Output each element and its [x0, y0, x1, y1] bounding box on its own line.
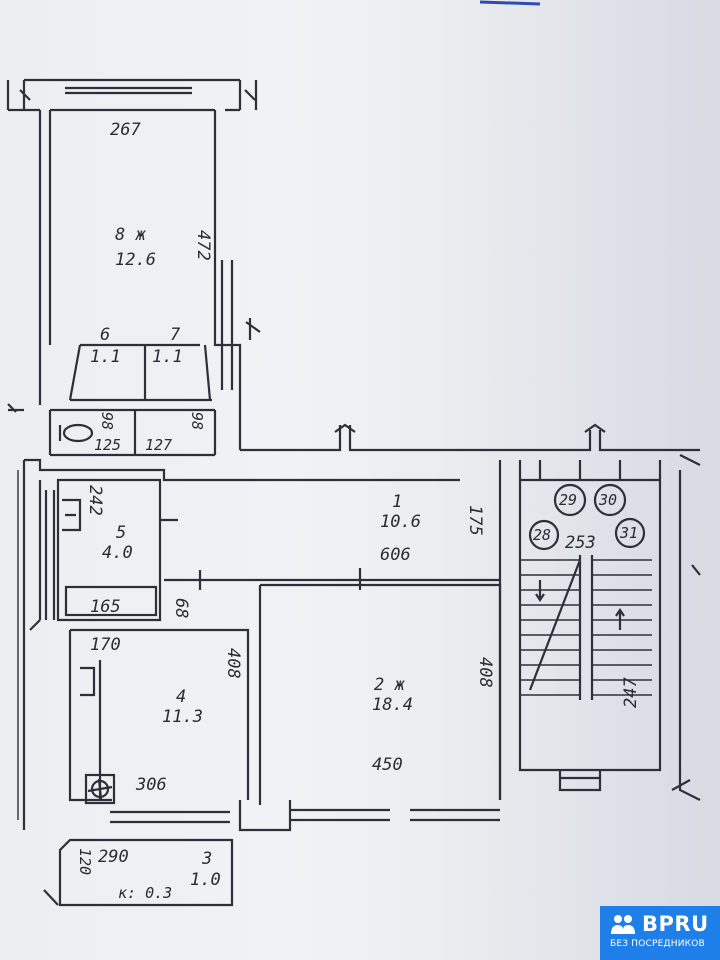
window-room2: [290, 808, 500, 822]
room8-length: 472: [193, 230, 213, 261]
room2-height: 408: [475, 657, 495, 688]
balcony-break: [43, 889, 59, 906]
window-kitchen: [110, 810, 230, 824]
stair-width: 253: [565, 533, 596, 553]
break-marks: [19, 89, 256, 101]
wall-bottom: [238, 800, 292, 832]
room1-number: 1: [392, 492, 402, 512]
wc-box: [48, 408, 217, 457]
room8-number: 8 ж: [115, 225, 146, 245]
room4-height: 408: [223, 648, 243, 679]
stair-cell-30: 30: [598, 491, 617, 509]
room8-walls: [48, 108, 242, 450]
bathtub-icon: [64, 585, 158, 617]
balcony-walls: [58, 838, 234, 907]
sink-icon: [62, 498, 82, 532]
room4-number: 4: [176, 687, 186, 707]
stair-cell-28: 28: [533, 526, 551, 544]
people-icon: [611, 915, 635, 934]
room5-walls: [56, 478, 162, 622]
wall-left-top: [6, 80, 42, 405]
wall-top: [24, 78, 258, 112]
wall-corridor-top: [240, 425, 700, 452]
wc-w2: 127: [145, 436, 172, 454]
stair-cell-29: 29: [559, 491, 577, 509]
sink-icon-kitchen: [80, 666, 96, 697]
stair-arrows: [535, 580, 625, 630]
stair-door: [558, 770, 602, 792]
stair-top-marks: [538, 460, 622, 480]
room3-area: 1.0: [190, 870, 221, 890]
room3-number: 3: [201, 849, 212, 869]
stove-cross: [87, 778, 113, 800]
left-break: [7, 403, 24, 413]
stove-icon: [84, 773, 116, 805]
room5-area: 4.0: [102, 543, 133, 563]
room4-width: 170: [90, 635, 121, 655]
bpru-badge[interactable]: BPRU БЕЗ ПОСРЕДНИКОВ: [600, 906, 720, 960]
window-top: [65, 86, 192, 95]
wc-h2: 98: [188, 412, 206, 430]
room1-width: 175: [465, 505, 485, 536]
pen-mark: [479, 0, 541, 6]
room5-height: 242: [85, 485, 105, 516]
stair-rail: [528, 555, 594, 700]
room5-number: 5: [116, 523, 126, 543]
room6-area: 1.1: [90, 347, 121, 367]
stair-walls: [518, 460, 662, 772]
cell-circle-28: [528, 519, 560, 551]
room4-walls: [68, 628, 250, 802]
room2-area: 18.4: [372, 695, 413, 715]
room8-area: 12.6: [115, 250, 156, 270]
wall-left-mid: [22, 458, 460, 830]
room3-depth: 120: [76, 848, 94, 875]
badge-logo-row: BPRU: [610, 912, 712, 936]
stair-depth: 247: [621, 677, 641, 708]
room4-side: 68: [171, 598, 191, 618]
room6-number: 6: [100, 325, 110, 345]
room4-area: 11.3: [162, 707, 203, 727]
room2-number: 2 ж: [374, 675, 405, 695]
cell-circle-29: [553, 483, 587, 517]
stair-steps-right: [592, 559, 652, 696]
wc-h1: 98: [98, 412, 116, 430]
badge-tagline: БЕЗ ПОСРЕДНИКОВ: [610, 939, 705, 949]
corridor-bottom: [164, 568, 500, 590]
room8-width: 267: [110, 120, 141, 140]
closets: [68, 343, 212, 402]
wall-breaks: [334, 423, 606, 433]
left-window: [44, 490, 56, 620]
wall-break: [245, 318, 261, 340]
wall-double: [220, 260, 234, 390]
cell-circle-31: [614, 517, 646, 549]
stair-cell-31: 31: [619, 524, 638, 542]
stair-breaks: [679, 454, 701, 576]
room2-width: 450: [372, 755, 403, 775]
wc-w1: 125: [94, 436, 121, 454]
toilet-icon: [62, 423, 94, 443]
room1-length: 606: [380, 545, 411, 565]
room7-area: 1.1: [152, 347, 183, 367]
room3-width: 290: [98, 847, 129, 867]
room3-k: к: 0.3: [118, 884, 172, 902]
cell-circle-30: [593, 483, 627, 517]
room2-walls: [258, 583, 502, 805]
room7-number: 7: [170, 325, 181, 345]
room5-width: 165: [90, 597, 121, 617]
stair-outer-wall: [671, 470, 701, 801]
room4-bottom: 306: [135, 775, 167, 795]
badge-brand: BPRU: [642, 912, 709, 936]
room1-area: 10.6: [380, 512, 421, 532]
stair-steps-left: [520, 559, 580, 696]
